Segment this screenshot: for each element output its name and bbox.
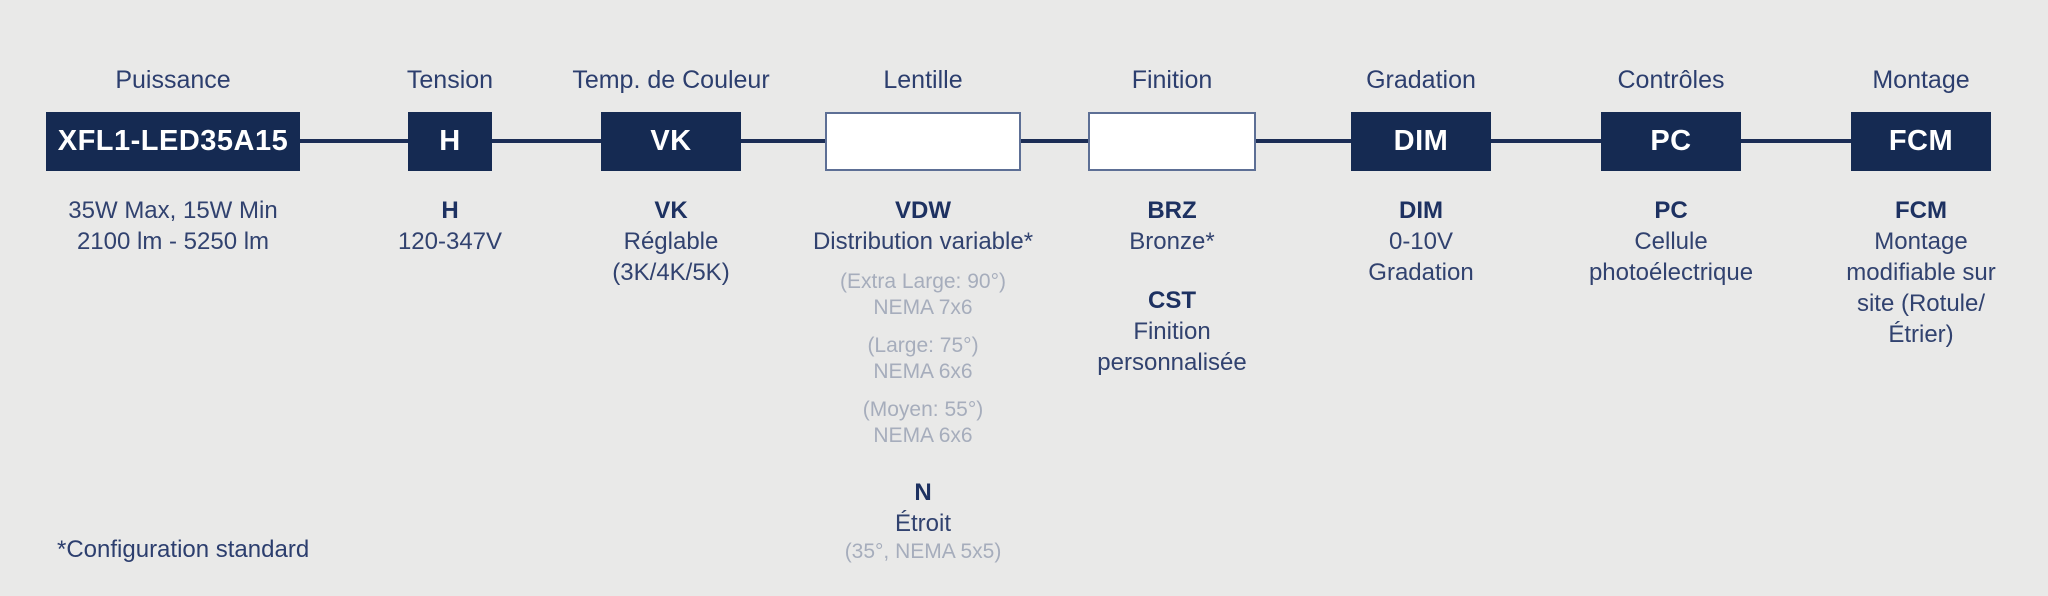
detail-line: 0-10V [1388,228,1454,255]
detail-line: Gradation [1368,259,1474,286]
details-temp-couleur: VK Réglable (3K/4K/5K) [551,195,791,288]
code-box-montage: FCM [1851,112,1991,171]
column-header-finition: Finition [1131,66,1213,94]
detail-line: site (Rotule/ [1856,290,1986,317]
code-box-finition-empty [1088,112,1256,171]
detail-line: Montage [1874,228,1968,255]
code-box-gradation: DIM [1351,112,1491,171]
detail-line: Bronze* [1129,228,1215,255]
column-tension: Tension H H 120-347V [350,66,550,257]
detail-line: Étrier) [1888,321,1954,348]
column-montage: Montage FCM FCM Montage modifiable sur s… [1816,66,2026,350]
column-temp-couleur: Temp. de Couleur VK VK Réglable (3K/4K/5… [551,66,791,288]
detail-line: modifiable sur [1846,259,1996,286]
code-box-puissance: XFL1-LED35A15 [46,112,300,171]
details-controles: PC Cellule photoélectrique [1551,195,1791,288]
detail-code: BRZ [1147,197,1197,224]
detail-line: Distribution variable* [812,228,1034,255]
column-puissance: Puissance XFL1-LED35A15 35W Max, 15W Min… [43,66,303,257]
detail-line: 35W Max, 15W Min [68,197,278,224]
detail-line: (Extra Large: 90°) [840,270,1006,293]
detail-code: DIM [1399,197,1443,224]
column-header-controles: Contrôles [1617,66,1725,94]
detail-line: NEMA 6x6 [873,360,973,383]
column-gradation: Gradation DIM DIM 0-10V Gradation [1321,66,1521,288]
detail-line: Finition [1133,318,1211,345]
detail-line: photoélectrique [1588,259,1754,286]
column-header-tension: Tension [406,66,494,94]
detail-line: Étroit [894,510,951,537]
details-gradation: DIM 0-10V Gradation [1321,195,1521,288]
detail-line: (35°, NEMA 5x5) [844,540,1002,563]
detail-code: CST [1148,287,1196,314]
detail-line: (3K/4K/5K) [612,259,730,286]
details-puissance: 35W Max, 15W Min 2100 lm - 5250 lm [43,195,303,257]
column-header-montage: Montage [1872,66,1970,94]
code-box-tension: H [408,112,492,171]
detail-code: VK [654,197,688,224]
details-finition: BRZ Bronze* CST Finition personnalisée [1052,195,1292,378]
code-box-temp-couleur: VK [601,112,741,171]
detail-line: (Moyen: 55°) [862,398,984,421]
details-montage: FCM Montage modifiable sur site (Rotule/… [1816,195,2026,350]
detail-line: (Large: 75°) [867,334,979,357]
detail-line: Cellule [1634,228,1708,255]
column-header-lentille: Lentille [883,66,963,94]
column-finition: Finition BRZ Bronze* CST Finition person… [1052,66,1292,378]
detail-line: NEMA 7x6 [873,296,973,319]
details-tension: H 120-347V [350,195,550,257]
code-box-controles: PC [1601,112,1741,171]
column-controles: Contrôles PC PC Cellule photoélectrique [1551,66,1791,288]
detail-line: personnalisée [1097,349,1247,376]
column-header-temp-couleur: Temp. de Couleur [572,66,770,94]
detail-line: NEMA 6x6 [873,424,973,447]
detail-code: VDW [895,197,951,224]
column-header-gradation: Gradation [1366,66,1476,94]
footnote-configuration-standard: *Configuration standard [57,536,310,563]
column-lentille: Lentille VDW Distribution variable* (Ext… [793,66,1053,565]
column-header-puissance: Puissance [115,66,231,94]
connector-line [173,139,1921,143]
detail-line: 120-347V [397,228,503,255]
details-lentille: VDW Distribution variable* (Extra Large:… [793,195,1053,565]
detail-code: N [914,479,932,506]
detail-line: 2100 lm - 5250 lm [76,228,270,255]
code-box-lentille-empty [825,112,1021,171]
detail-code: FCM [1895,197,1947,224]
detail-line: Réglable [623,228,719,255]
detail-code: PC [1654,197,1688,224]
detail-code: H [441,197,459,224]
